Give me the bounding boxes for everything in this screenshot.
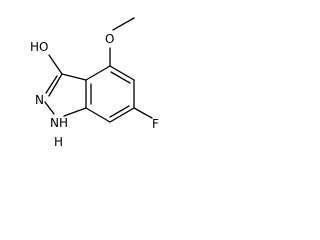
hydroxyl-label: HO [30,40,48,54]
bond-c4-c5 [109,65,135,81]
atom-labels: HO O N NH H F [30,32,159,149]
bond-n2-n1 [44,101,55,115]
ring-nitrogen-top-label: N [35,93,44,107]
bond-n1-c7a [63,107,87,117]
bond-c6-f [133,107,153,119]
ring-nh-hydrogen-label: H [54,135,63,149]
bond-c4-c5-double [110,71,131,84]
ring-nh-label: NH [50,116,68,130]
indazole-structure-diagram: HO O N NH H F [30,17,159,149]
bond-c3a-c4 [85,65,111,81]
bond-c3-n2-double [45,75,58,94]
bond-c3-oh [48,54,63,75]
bond-c3-c3a [61,73,87,81]
bond-c3-n2 [48,73,63,97]
methoxy-oxygen-label: O [105,32,114,46]
bond-c6-c7 [109,107,135,123]
bond-o-ch3 [112,17,135,31]
bond-c6-c7-double [109,105,130,118]
bond-c7-c7a [85,107,111,123]
bond-set [44,17,153,123]
fluoro-label: F [152,117,159,131]
